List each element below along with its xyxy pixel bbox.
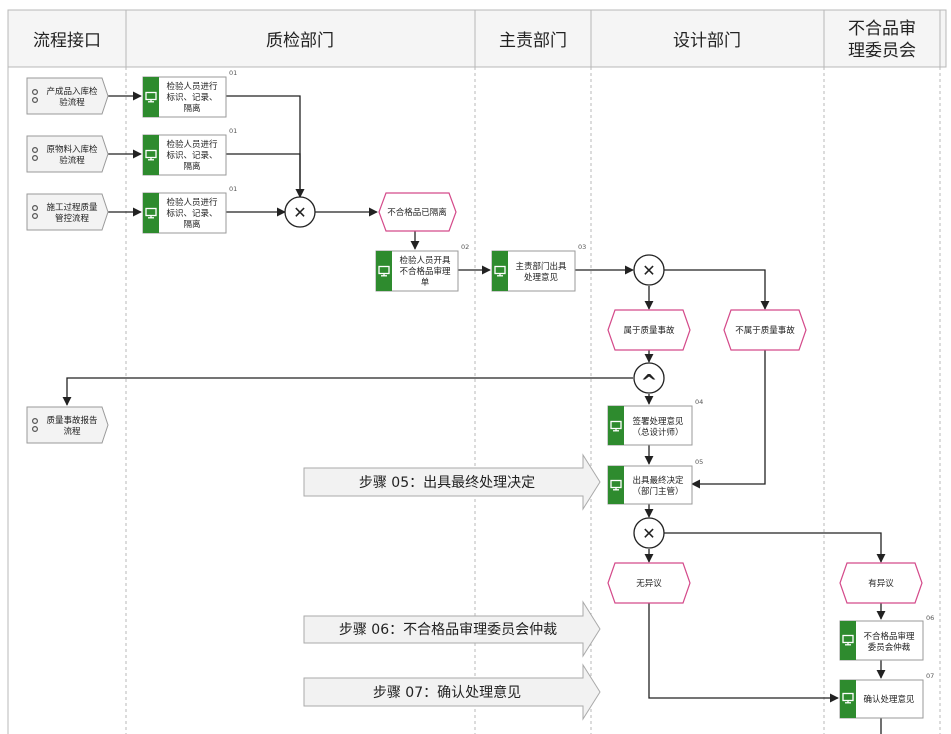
interface-label-line2: 管控流程 [55,213,90,224]
interface-label-line1: 质量事故报告 [46,415,97,426]
xor-icon: ✕ [642,524,655,543]
interface-label-line2: 流程 [63,426,81,437]
task-number: 04 [695,398,703,406]
interface-label-line2: 验流程 [59,155,85,166]
task-label-line: 主责部门出具 [515,261,567,272]
task-accent [608,406,624,445]
event-label: 属于质量事故 [623,325,675,336]
lane-qc-label: 质检部门 [266,31,334,51]
task-label-line: 确认处理意见 [863,694,915,705]
connectors [62,91,886,734]
task-node[interactable]: 03 主责部门出具 处理意见 [491,243,586,292]
task-label-line: 签署处理意见 [632,416,684,427]
task-node[interactable]: 01 检验人员进行 标识、记录、 隔离 [142,69,237,118]
task-node[interactable]: 01 检验人员进行 标识、记录、 隔离 [142,127,237,176]
task-number: 01 [229,127,237,135]
lane-review-label-line2: 理委员会 [848,41,916,61]
interface-node[interactable]: 原物料入库检 验流程 [26,135,109,173]
xor-icon: ✕ [642,261,655,280]
task-node[interactable]: 05 出具最终决定 （部门主管） [607,458,703,505]
step-label: 步骤 07：确认处理意见 [373,684,521,701]
step-callout: 步骤 05：出具最终处理决定 [303,453,601,511]
task-label-line: 单 [421,277,430,288]
task-label-line: 检验人员进行 [166,81,218,92]
xor-gateway[interactable]: ✕ [633,517,665,549]
event-node[interactable]: 无异议 [607,562,691,604]
lane-dividers [7,10,941,734]
task-label-line: 隔离 [183,219,200,230]
task-node[interactable]: 07 确认处理意见 [839,672,934,719]
interface-node[interactable]: 质量事故报告 流程 [26,406,109,444]
event-node[interactable]: 有异议 [839,562,923,604]
task-label-line: （部门主管） [632,486,683,497]
lane-interface-label: 流程接口 [33,31,101,51]
task-label-line: 处理意见 [524,272,559,283]
task-accent [840,680,856,718]
task-accent [840,621,856,660]
task-label-line: 检验人员进行 [166,197,218,208]
task-label-line: 隔离 [183,103,200,114]
task-number: 07 [926,672,934,680]
link-icon [31,147,38,162]
link-icon [31,418,38,433]
task-node[interactable]: 02 检验人员开具 不合格品审理 单 [375,243,469,292]
lane-owner-label: 主责部门 [499,31,567,51]
interface-label-line1: 施工过程质量 [46,202,98,213]
task-label-line: 标识、记录、 [166,208,217,219]
interface-label-line1: 产成品入库检 [46,86,98,97]
xor-icon: ✕ [293,203,306,222]
task-label-line: 出具最终决定 [632,475,684,486]
task-label-line: 检验人员进行 [166,139,218,150]
task-accent [143,77,159,117]
task-label-line: 隔离 [183,161,200,172]
task-number: 01 [229,69,237,77]
event-label: 有异议 [868,578,894,589]
task-accent [143,135,159,175]
task-node[interactable]: 04 签署处理意见 （总设计师） [607,398,703,446]
and-gateway[interactable]: ^ [633,362,665,394]
xor-gateway[interactable]: ✕ [284,196,316,228]
task-node[interactable]: 01 检验人员进行 标识、记录、 隔离 [142,185,237,234]
task-node[interactable]: 06 不合格品审理 委员会仲裁 [839,614,934,661]
task-label-line: 不合格品审理 [863,631,915,642]
event-node[interactable]: 不合格品已隔离 [378,192,457,232]
task-number: 03 [578,243,586,251]
task-number: 01 [229,185,237,193]
step-label: 步骤 06：不合格品审理委员会仲裁 [339,622,557,638]
interface-node[interactable]: 施工过程质量 管控流程 [26,193,109,231]
event-node[interactable]: 不属于质量事故 [723,309,807,351]
event-node[interactable]: 属于质量事故 [607,309,691,351]
task-accent [143,193,159,233]
step-callout: 步骤 06：不合格品审理委员会仲裁 [303,600,601,658]
task-accent [608,466,624,504]
lane-header-band [7,9,947,68]
interface-label-line1: 原物料入库检 [46,144,98,155]
xor-gateway[interactable]: ✕ [633,254,665,286]
and-icon: ^ [641,370,658,394]
task-label-line: 检验人员开具 [399,255,451,266]
event-label: 不合格品已隔离 [387,207,447,218]
interface-label-line2: 验流程 [59,97,85,108]
task-accent [376,251,392,291]
step-label: 步骤 05：出具最终处理决定 [359,475,535,491]
lane-review-label-line1: 不合品审 [848,19,916,39]
task-number: 06 [926,614,934,622]
task-number: 02 [461,243,469,251]
task-label-line: 标识、记录、 [166,92,217,103]
lane-design-label: 设计部门 [673,31,741,51]
task-number: 05 [695,458,703,466]
event-label: 不属于质量事故 [735,325,795,336]
step-callout: 步骤 07：确认处理意见 [303,663,601,721]
task-label-line: 标识、记录、 [166,150,217,161]
task-label-line: 委员会仲裁 [868,642,911,653]
task-label-line: 不合格品审理 [399,266,451,277]
link-icon [31,88,38,103]
task-accent [492,251,508,291]
event-label: 无异议 [636,579,662,589]
link-icon [31,205,38,220]
task-label-line: （总设计师） [632,427,683,438]
interface-node[interactable]: 产成品入库检 验流程 [26,77,109,115]
